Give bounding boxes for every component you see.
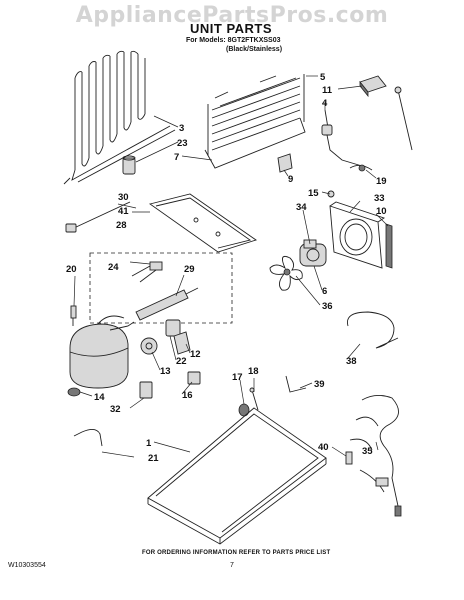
callout-18: 18: [248, 366, 259, 377]
page-title: UNIT PARTS: [190, 21, 273, 36]
callout-17: 17: [232, 372, 243, 383]
power-cord-plug[interactable]: [65, 201, 131, 233]
mounting-screw[interactable]: [249, 387, 259, 411]
overload-protector[interactable]: [165, 319, 181, 337]
callout-1: 1: [146, 438, 152, 449]
compressor[interactable]: [69, 315, 135, 389]
compressor-grommet[interactable]: [67, 387, 81, 397]
compressor-bolt[interactable]: [70, 305, 77, 326]
callout-9: 9: [288, 174, 293, 185]
callout-11: 11: [322, 85, 333, 96]
callout-14: 14: [94, 392, 105, 403]
drier-filter[interactable]: [122, 155, 136, 175]
base-frame[interactable]: [147, 407, 327, 545]
condenser-fan-shroud[interactable]: [329, 201, 386, 269]
callout-23: 23: [177, 138, 188, 149]
callout-40: 40: [318, 442, 329, 453]
callout-7: 7: [174, 152, 179, 163]
callout-28: 28: [116, 220, 127, 231]
water-tube[interactable]: [346, 311, 399, 349]
shroud-gasket[interactable]: [385, 223, 393, 269]
callout-35: 35: [362, 446, 373, 457]
defrost-sensor[interactable]: [321, 86, 413, 167]
callout-5: 5: [320, 72, 326, 83]
relay-cover[interactable]: [173, 331, 191, 355]
ground-wire[interactable]: [73, 429, 103, 447]
wiring-harness[interactable]: [349, 395, 402, 517]
callout-10: 10: [376, 206, 387, 217]
support-rod[interactable]: [285, 375, 307, 393]
callout-22: 22: [176, 356, 187, 367]
callout-39: 39: [314, 379, 325, 390]
terminal-cover[interactable]: [187, 371, 201, 385]
callout-13: 13: [160, 366, 171, 377]
callout-19: 19: [376, 176, 387, 187]
start-device-kit-group: [89, 252, 233, 324]
compressor-relay[interactable]: [140, 337, 158, 355]
defrost-heater-block[interactable]: [359, 75, 387, 98]
callout-41: 41: [118, 206, 129, 217]
callout-36: 36: [322, 301, 333, 312]
document-number: W10303554: [8, 562, 46, 569]
callout-20: 20: [66, 264, 77, 275]
callout-32: 32: [110, 404, 121, 415]
callout-30: 30: [118, 192, 129, 203]
callout-24: 24: [108, 262, 119, 273]
callout-12: 12: [190, 349, 201, 360]
callout-3: 3: [179, 123, 184, 134]
fan-blade[interactable]: [269, 255, 303, 291]
callout-16: 16: [182, 390, 193, 401]
callout-6: 6: [322, 286, 327, 297]
mounting-bracket[interactable]: [277, 153, 293, 173]
callout-34: 34: [296, 202, 307, 213]
callout-4: 4: [322, 98, 328, 109]
wire-clip[interactable]: [345, 451, 353, 465]
callout-33: 33: [374, 193, 385, 204]
model-finish: (Black/Stainless): [226, 46, 283, 53]
start-relay-connector[interactable]: [131, 261, 163, 283]
callout-29: 29: [184, 264, 195, 275]
start-capacitor[interactable]: [135, 287, 199, 321]
ordering-note: FOR ORDERING INFORMATION REFER TO PARTS …: [142, 550, 331, 556]
wire-connector[interactable]: [349, 164, 373, 172]
evaporator-coil[interactable]: [204, 74, 306, 169]
callout-21: 21: [148, 453, 159, 464]
page-number: 7: [230, 562, 234, 569]
drain-tray[interactable]: [148, 193, 258, 253]
leader-lines: [73, 75, 389, 458]
callout-38: 38: [346, 356, 357, 367]
model-numbers: For Models: 8GT2FTKXSS03: [186, 37, 281, 44]
condenser-fan-motor[interactable]: [299, 239, 327, 267]
model-info: For Models: 8GT2FTKXSS03 (Black/Stainles…: [186, 36, 282, 54]
callout-15: 15: [308, 188, 319, 199]
fan-screw[interactable]: [327, 190, 335, 198]
rubber-foot[interactable]: [238, 403, 250, 417]
capacitor-bracket[interactable]: [139, 381, 153, 399]
watermark: AppliancePartsPros.com: [75, 3, 389, 28]
